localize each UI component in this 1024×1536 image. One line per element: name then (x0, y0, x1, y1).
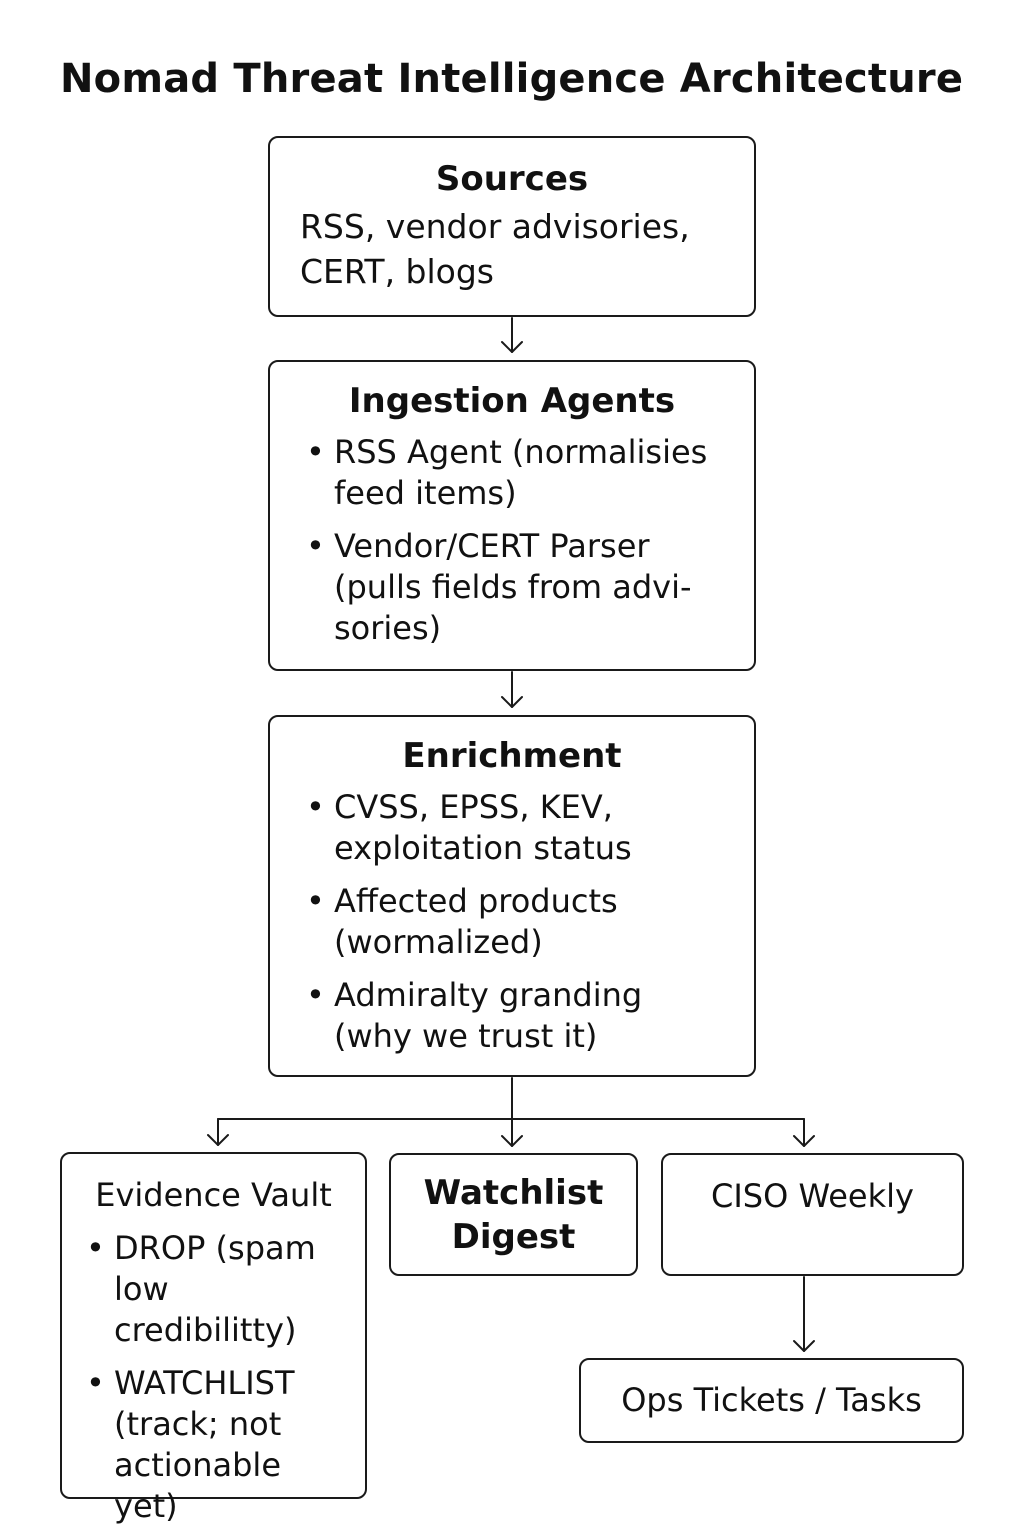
sources-text-line: CERT, blogs (300, 252, 495, 291)
list-item: DROP (spam low credibilitty) (84, 1228, 351, 1351)
list-item: RSS Agent (normalisies feed items) (304, 432, 734, 514)
watchlist-digest-box: Watchlist Digest (389, 1153, 638, 1276)
enrichment-box: Enrichment CVSS, EPSS, KEV, exploitation… (268, 715, 756, 1077)
list-item: Vendor/CERT Parser (pulls fields from ad… (304, 526, 734, 649)
watchlist-digest-title-line: Watchlist (423, 1173, 604, 1213)
arrowhead (207, 1134, 229, 1146)
sources-title: Sources (435, 159, 589, 199)
arrowhead (501, 341, 523, 353)
evidence-vault-title: Evidence Vault (95, 1176, 332, 1214)
enrichment-title: Enrichment (402, 736, 622, 776)
ops-tickets-box: Ops Tickets / Tasks (579, 1358, 964, 1443)
arrowhead (793, 1135, 815, 1147)
ciso-weekly-title: CISO Weekly (711, 1177, 914, 1215)
watchlist-digest-title: Watchlist Digest (391, 1171, 636, 1259)
ingestion-agents-list: RSS Agent (normalisies feed items) Vendo… (304, 432, 734, 649)
ciso-weekly-box: CISO Weekly (661, 1153, 964, 1276)
watchlist-digest-title-line: Digest (451, 1217, 576, 1257)
sources-text: RSS, vendor advisories, CERT, blogs (270, 204, 754, 294)
diagram-title: Nomad Threat Intelligence Architecture (60, 56, 964, 102)
list-item: CVSS, EPSS, KEV, exploitation status (304, 787, 694, 869)
ingestion-agents-title: Ingestion Agents (348, 381, 676, 421)
arrowhead (501, 696, 523, 708)
sources-text-line: RSS, vendor advisories, (300, 207, 690, 246)
arrowhead (501, 1135, 523, 1147)
list-item: Affected products (wormalized) (304, 881, 694, 963)
sources-box: Sources RSS, vendor advisories, CERT, bl… (268, 136, 756, 317)
list-item: Admiralty granding (why we trust it) (304, 975, 694, 1057)
evidence-vault-box: Evidence Vault DROP (spam low credibilit… (60, 1152, 367, 1525)
arrowhead (793, 1340, 815, 1352)
ingestion-agents-box: Ingestion Agents RSS Agent (normalisies … (268, 360, 756, 671)
evidence-vault-list: DROP (spam low credibilitty) WATCHLIST (… (84, 1228, 351, 1527)
enrichment-list: CVSS, EPSS, KEV, exploitation status Aff… (304, 787, 694, 1057)
ops-tickets-title: Ops Tickets / Tasks (621, 1381, 922, 1419)
list-item: WATCHLIST (track; not actionable yet) (84, 1363, 351, 1527)
